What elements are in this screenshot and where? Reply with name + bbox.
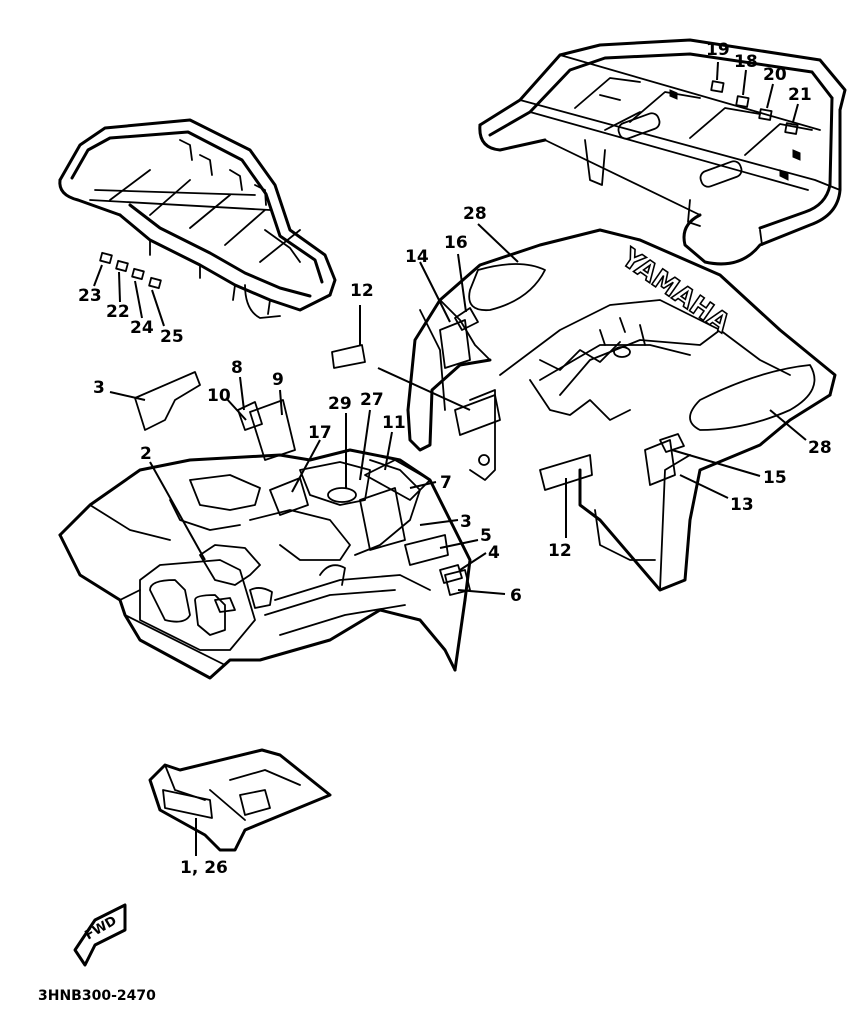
callout-5: 5 [480,526,492,546]
callout-15: 15 [763,468,787,488]
callout-12-lower: 12 [548,541,572,561]
callout-18: 18 [734,52,758,72]
callout-12-upper: 12 [350,281,374,301]
front-fender [58,448,472,680]
callout-7: 7 [440,473,452,493]
drawing-code: 3HNB300-2470 [38,988,156,1004]
callout-16: 16 [444,233,468,253]
callout-4: 4 [488,543,500,563]
callout-22: 22 [106,302,130,322]
callout-14: 14 [405,247,429,267]
rear-carrier-rack [478,38,847,266]
callout-9: 9 [272,370,284,390]
callout-28-upper: 28 [463,204,487,224]
callout-28-lower: 28 [808,438,832,458]
callout-1-26: 1, 26 [180,858,228,878]
callout-25: 25 [160,327,184,347]
callout-13: 13 [730,495,754,515]
callout-29: 29 [328,394,352,414]
callout-20: 20 [763,65,787,85]
callout-3-lower: 3 [460,512,472,532]
front-fender-decals [134,371,471,596]
callout-23: 23 [78,286,102,306]
front-carrier-rack [58,118,337,319]
callout-6: 6 [510,586,522,606]
rear-fender-leaders [359,223,807,538]
front-fender-leaders [109,376,506,595]
yamaha-logo: YAMAHA [615,243,735,339]
callout-10: 10 [207,386,231,406]
fwd-arrow-icon: FWD [73,903,127,967]
callout-17: 17 [308,423,332,443]
decal-12-loose [331,344,366,369]
separate-panel [148,748,332,856]
callout-labels: 19 18 20 21 28 14 16 12 23 22 24 25 3 8 … [78,40,832,878]
callout-11: 11 [382,413,406,433]
callout-3-upper: 3 [93,378,105,398]
callout-24: 24 [130,318,154,338]
callout-8: 8 [231,358,243,378]
rack-reflector-stickers-front [93,251,165,327]
callout-19: 19 [706,40,730,60]
rack-reflector-stickers-rear [710,61,799,135]
rear-fender-decals [439,307,685,491]
callout-21: 21 [788,85,812,105]
callout-2: 2 [140,444,152,464]
callout-27: 27 [360,390,384,410]
